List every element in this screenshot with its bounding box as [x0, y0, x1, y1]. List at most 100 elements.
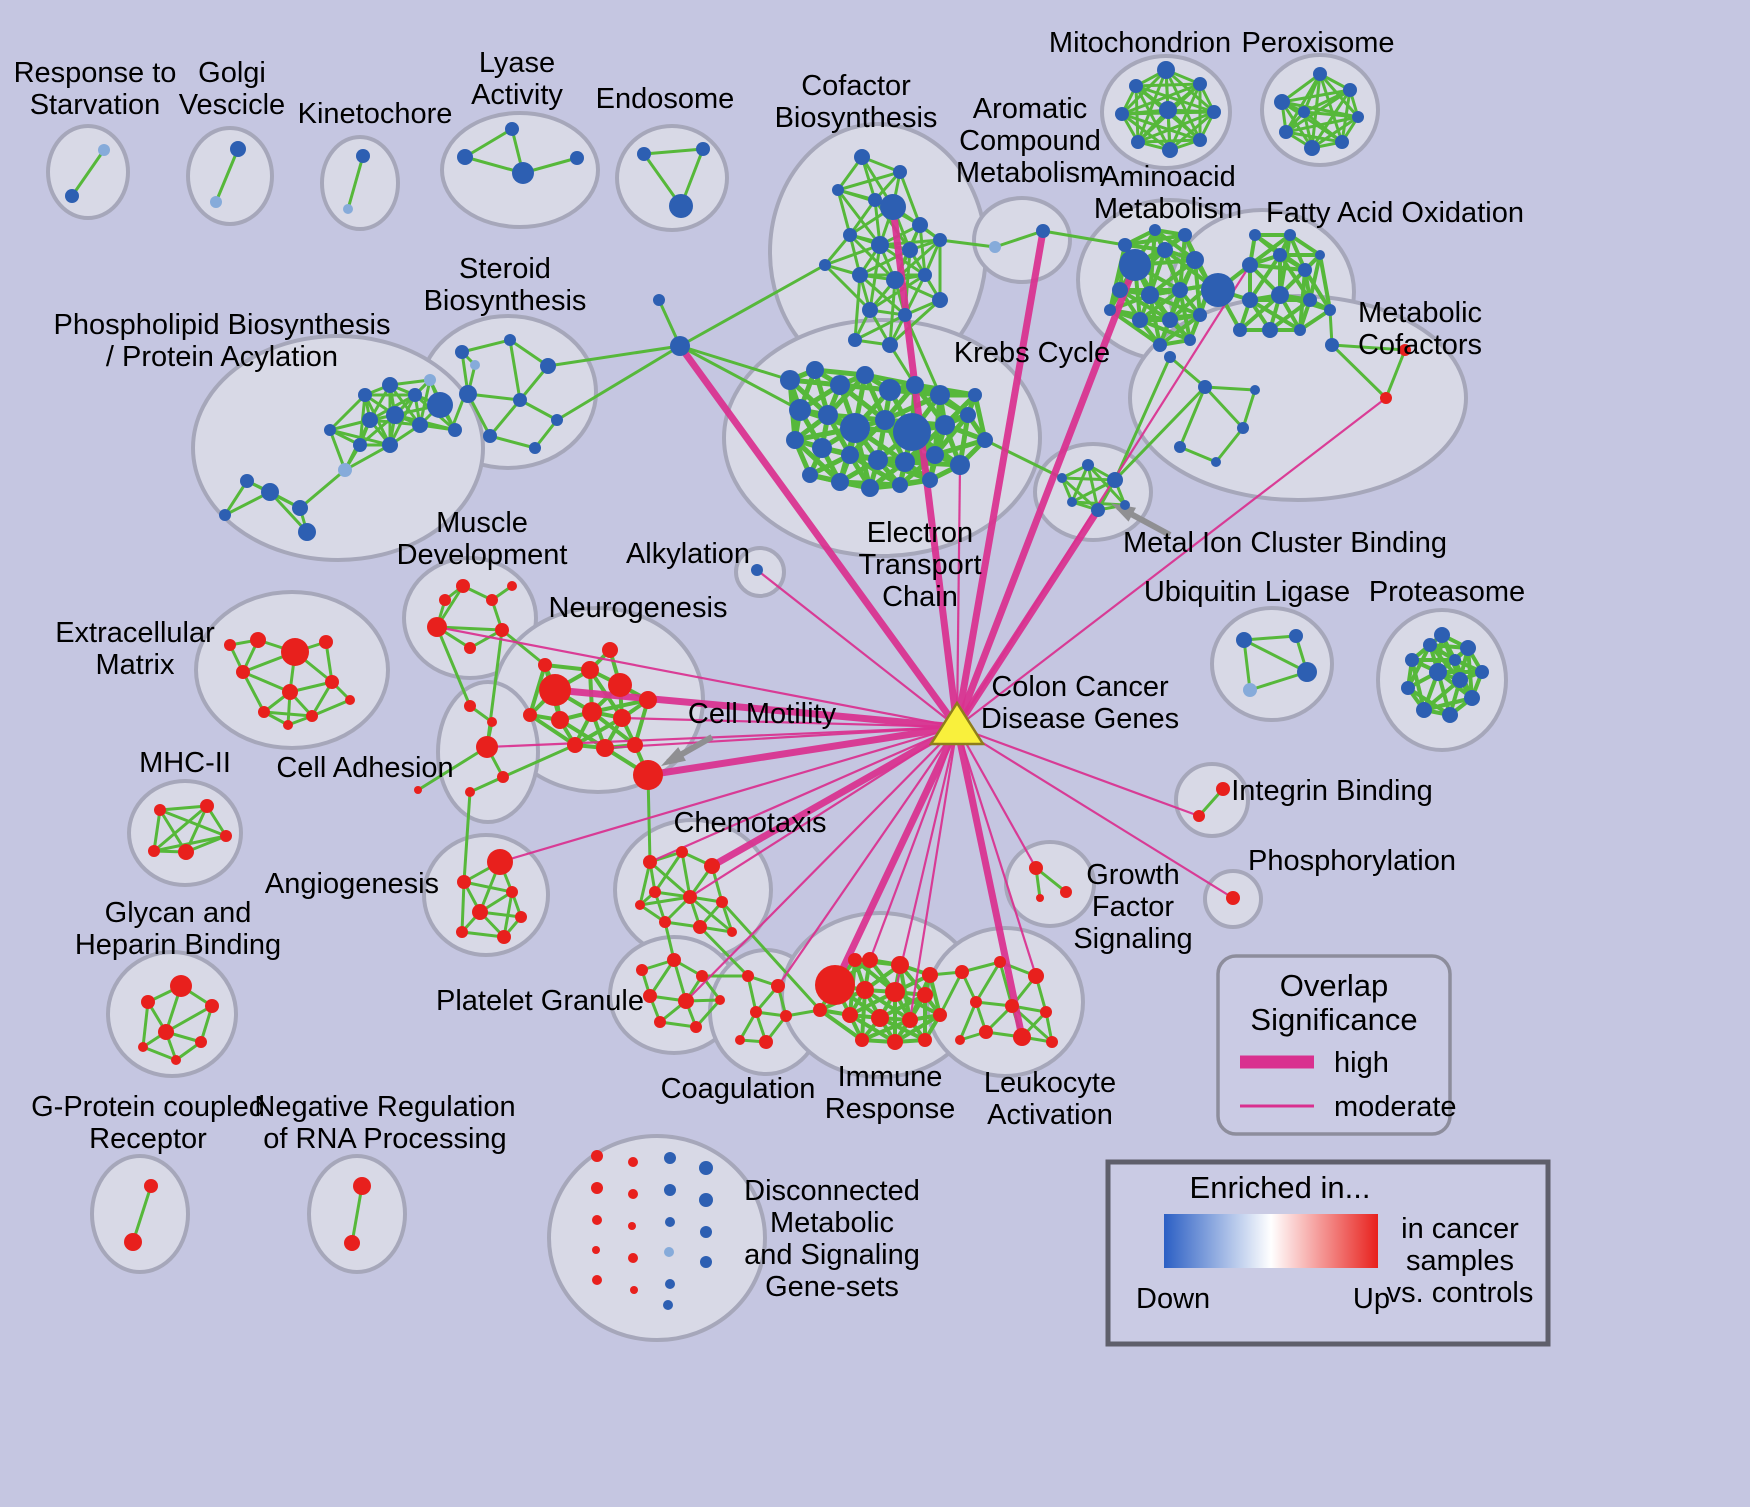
cluster-label-cofactor-biosynthesis: Cofactor [801, 70, 911, 102]
cluster-label-response-to-starvation: Starvation [30, 89, 161, 121]
cluster-label-electron-transport-chain: Transport [858, 549, 981, 581]
gene-set-node [1162, 312, 1178, 328]
overlap-edge-moderate [908, 726, 959, 1021]
gene-set-node [1172, 282, 1188, 298]
gene-set-node [696, 970, 708, 982]
cluster-label-metabolic-cofactors: Cofactors [1358, 329, 1482, 361]
inter-cluster-edge [501, 743, 577, 779]
gene-set-node [935, 415, 955, 435]
gene-set-node [319, 635, 333, 649]
gene-set-node [665, 1217, 675, 1227]
cluster-edge [836, 170, 902, 192]
cluster-edge [642, 147, 705, 156]
cell-motility-pointer-arrowhead-icon [661, 747, 686, 766]
cluster-edge [1242, 638, 1252, 692]
gene-set-node [636, 964, 648, 976]
cluster-edge [1060, 476, 1100, 512]
cluster-edge [658, 1020, 698, 1029]
gene-set-node [464, 642, 476, 654]
gene-set-node [456, 579, 470, 593]
cluster-edge [653, 850, 684, 894]
gene-set-node [1029, 861, 1043, 875]
gene-set-node [455, 345, 469, 359]
cluster-edge [573, 716, 624, 747]
gene-set-node [1118, 238, 1132, 252]
cluster-label-peroxisome: Peroxisome [1241, 27, 1394, 59]
gene-set-node [230, 141, 246, 157]
gene-set-node [627, 737, 643, 753]
gene-set-node [1271, 286, 1289, 304]
gene-set-node [700, 1256, 712, 1268]
layer-tri [928, 700, 986, 746]
overlap-edge-high [953, 726, 1026, 1038]
gene-set-node [1129, 79, 1143, 93]
gene-set-node [852, 267, 868, 283]
gene-set-node [882, 337, 898, 353]
cluster-edge [958, 1000, 978, 1042]
gene-set-node [977, 432, 993, 448]
gene-set-node [854, 149, 870, 165]
cluster-edge [141, 1000, 150, 1049]
gene-set-node [412, 417, 428, 433]
gene-set-node [700, 1226, 712, 1238]
gene-set-node [678, 993, 694, 1009]
cluster-edge [1134, 84, 1172, 152]
gene-set-node [592, 1215, 602, 1225]
cluster-edge [158, 808, 228, 838]
gene-set-node [861, 479, 879, 497]
gene-set-node [591, 1182, 603, 1194]
cluster-edge [416, 745, 489, 792]
cluster-edge [328, 428, 347, 472]
cluster-edge [1268, 298, 1312, 332]
gene-set-node [1324, 304, 1336, 316]
gene-set-node [1198, 380, 1212, 394]
cluster-edge [1406, 643, 1432, 690]
gene-set-node [154, 804, 166, 816]
overlap-edge-high [677, 343, 960, 730]
cluster-edge [1168, 355, 1207, 389]
gene-set-node [1284, 229, 1296, 241]
cluster-label-disconnected-gene-sets: Disconnected [744, 1175, 920, 1207]
gene-set-node [970, 996, 982, 1008]
gene-set-node [538, 658, 552, 672]
gene-set-node [1193, 810, 1205, 822]
cluster-edge [648, 958, 676, 998]
gene-set-node [98, 144, 110, 156]
gene-set-node [968, 388, 982, 402]
gene-set-node [1243, 683, 1257, 697]
cluster-edge [343, 443, 392, 472]
gene-set-node [955, 1035, 965, 1045]
cluster-label-aromatic-compound-metabolism: Compound [959, 125, 1101, 157]
cluster-edge [1302, 110, 1360, 119]
gene-set-node [842, 1007, 858, 1023]
inter-cluster-edge [938, 238, 997, 249]
cluster-edge [488, 434, 537, 450]
gene-set-node [592, 1275, 602, 1285]
gene-set-node [653, 294, 665, 306]
gene-set-node [414, 786, 422, 794]
gene-set-node [1132, 312, 1148, 328]
cluster-label-disconnected-gene-sets: Metabolic [770, 1207, 894, 1239]
gene-set-node [582, 702, 602, 722]
cluster-edge [888, 298, 942, 347]
gene-set-node [1115, 107, 1129, 121]
cluster-edge [152, 808, 162, 853]
gene-set-node [841, 446, 859, 464]
gene-set-node [955, 965, 969, 979]
layer-nodes [65, 61, 1489, 1310]
gene-set-node [891, 956, 909, 974]
gene-set-node [505, 122, 519, 136]
gene-set-node [602, 642, 618, 658]
cluster-label-angiogenesis: Angiogenesis [265, 868, 439, 900]
cluster-edge [462, 880, 514, 894]
gene-set-node [1274, 94, 1290, 110]
gene-set-node [1343, 83, 1357, 97]
cluster-edge [310, 698, 352, 718]
legend-enrichment-title: Enriched in... [1190, 1170, 1371, 1205]
gene-set-node [1193, 77, 1207, 91]
gene-set-node [170, 975, 192, 997]
overlap-edge-high [710, 723, 959, 870]
gene-set-node [628, 1189, 638, 1199]
cluster-label-fatty-acid-oxidation: Fatty Acid Oxidation [1266, 197, 1524, 229]
cluster-edge [1178, 445, 1218, 464]
